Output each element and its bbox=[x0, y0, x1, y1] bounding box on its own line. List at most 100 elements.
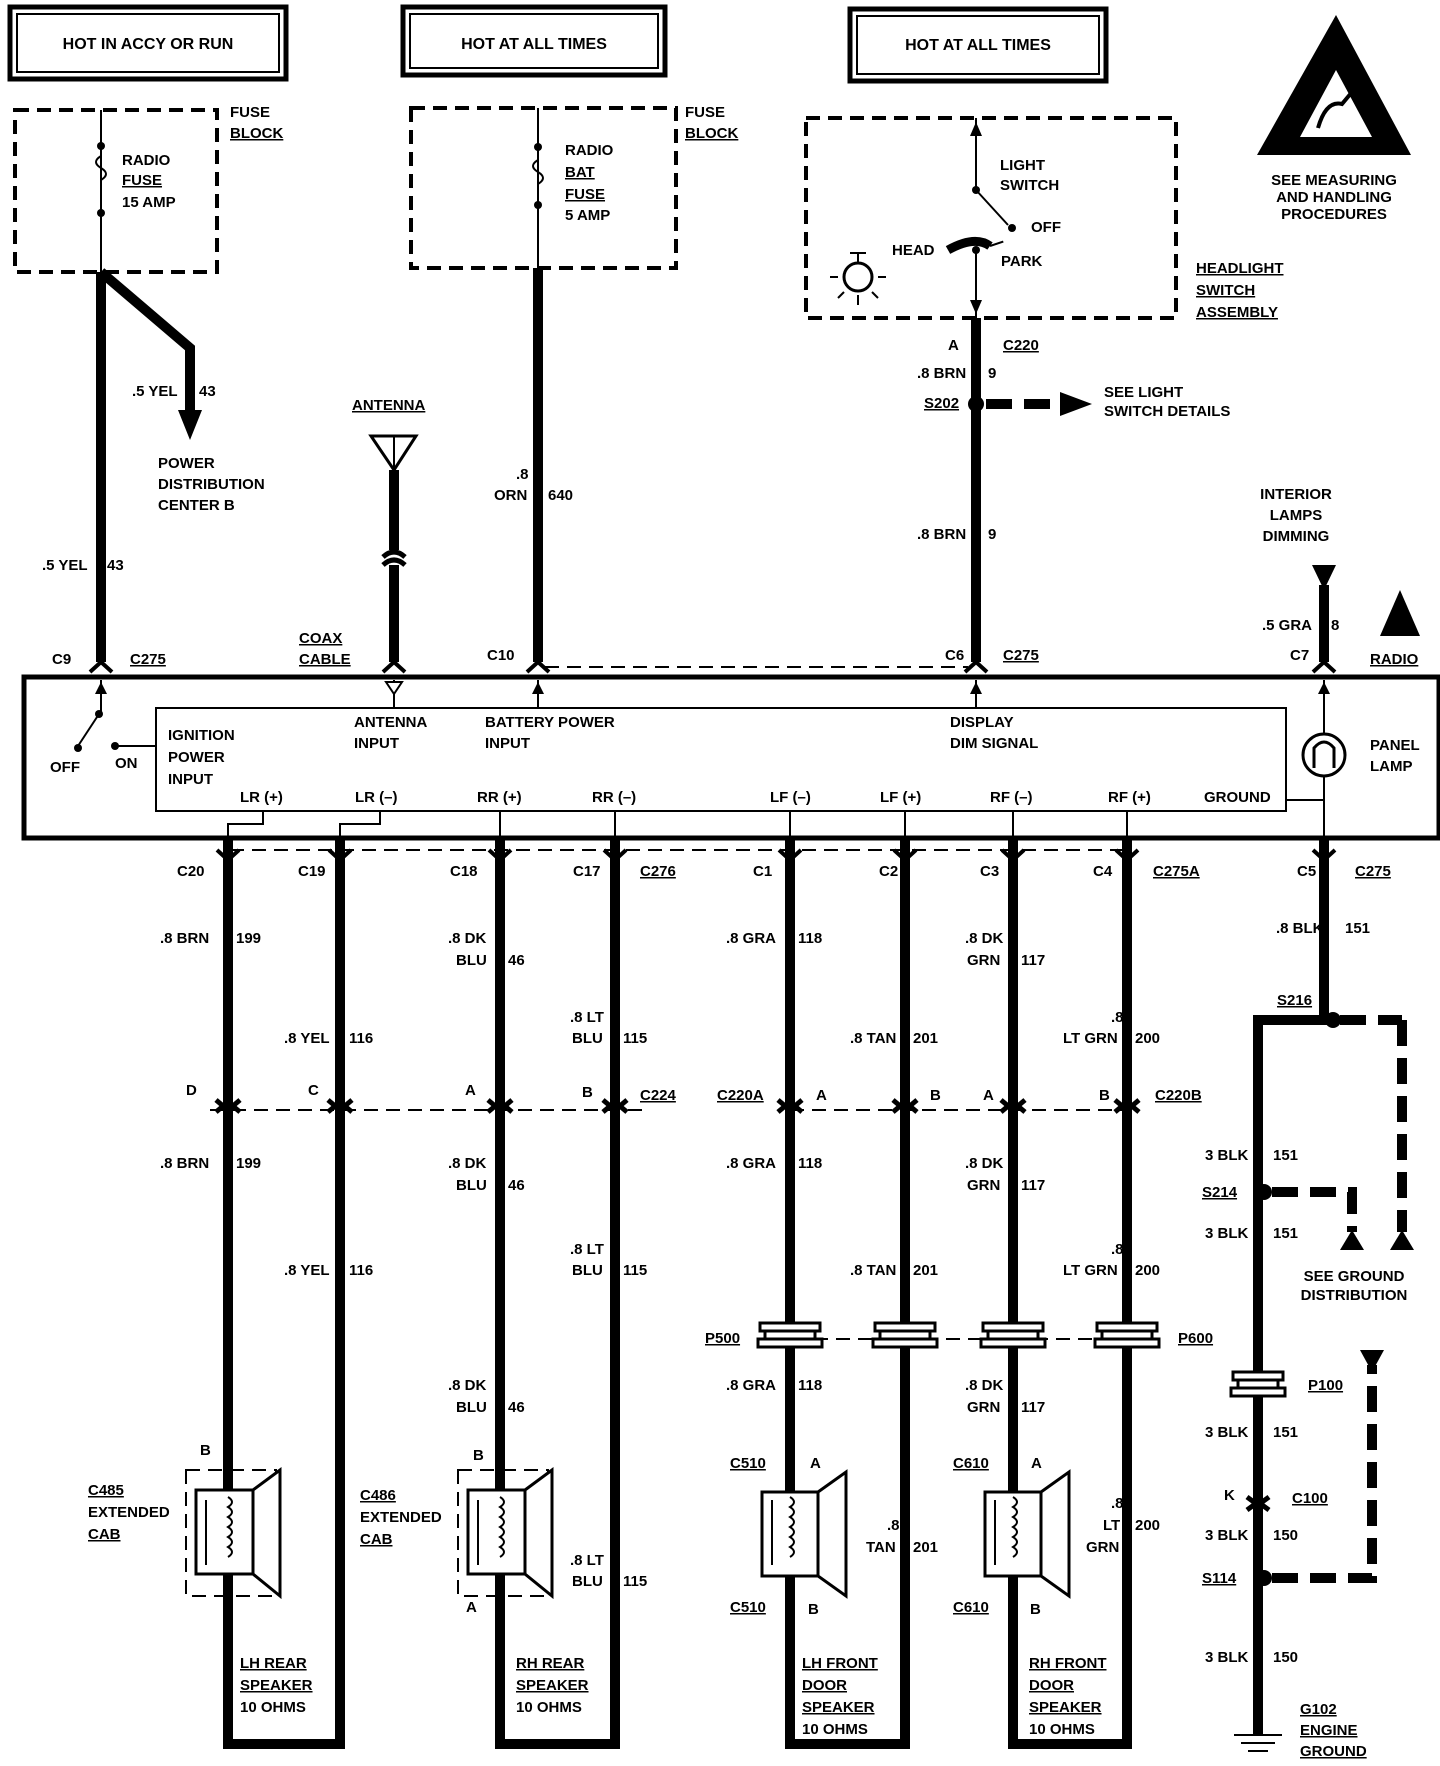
rh-lt-2: BLU bbox=[572, 1573, 603, 1590]
svg-text:DOOR: DOOR bbox=[1029, 1677, 1074, 1694]
g-blk150b: 3 BLK bbox=[1205, 1649, 1249, 1666]
c100-label: C100 bbox=[1292, 1490, 1328, 1507]
svg-text:115: 115 bbox=[623, 1262, 647, 1279]
headlamp-bulb-icon bbox=[830, 252, 886, 305]
svg-text:.8 DK: .8 DK bbox=[965, 930, 1004, 947]
lf-tan-1: .8 bbox=[887, 1517, 900, 1534]
c275-label-b: C275 bbox=[1003, 647, 1039, 664]
antenna-label: ANTENNA bbox=[352, 397, 425, 414]
svg-text:SPEAKER: SPEAKER bbox=[1029, 1699, 1102, 1716]
headlight-asm-text-1: HEADLIGHT bbox=[1196, 260, 1284, 277]
k-pin: K bbox=[1224, 1487, 1235, 1504]
wire-yel43b-color: .5 YEL bbox=[42, 557, 88, 574]
fuse-block-2 bbox=[409, 106, 678, 270]
ign-on-text: ON bbox=[115, 755, 138, 772]
svg-text:.8 GRA: .8 GRA bbox=[726, 1377, 776, 1394]
g-n151b: 151 bbox=[1273, 1225, 1298, 1242]
lh-b-pin: B bbox=[200, 1442, 211, 1459]
pdc-text-1: POWER bbox=[158, 455, 215, 472]
svg-text:117: 117 bbox=[1021, 1399, 1045, 1416]
g102-text-2: ENGINE bbox=[1300, 1722, 1358, 1739]
g-n151c: 151 bbox=[1273, 1424, 1298, 1441]
radio-box bbox=[21, 674, 1440, 841]
c10-label: C10 bbox=[487, 647, 515, 664]
speaker-names: LH REAR SPEAKER 10 OHMS RH REAR SPEAKER … bbox=[240, 1655, 1107, 1738]
svg-text:10 OHMS: 10 OHMS bbox=[516, 1699, 582, 1716]
g-n150a: 150 bbox=[1273, 1527, 1298, 1544]
svg-text:RH FRONT: RH FRONT bbox=[1029, 1655, 1107, 1672]
ground-wiring bbox=[1229, 1012, 1414, 1735]
header-hot-2-text: HOT AT ALL TIMES bbox=[905, 37, 1051, 54]
svg-text:116: 116 bbox=[349, 1030, 373, 1047]
rh-n115: 115 bbox=[623, 1573, 647, 1590]
gra8-color: .5 GRA bbox=[1262, 617, 1312, 634]
header-hot-1-text: HOT AT ALL TIMES bbox=[461, 36, 607, 53]
ground-icon bbox=[1234, 1734, 1282, 1752]
svg-text:10 OHMS: 10 OHMS bbox=[240, 1699, 306, 1716]
panel-text-2: LAMP bbox=[1370, 758, 1413, 775]
svg-text:.8 DK: .8 DK bbox=[448, 1155, 487, 1172]
wire-yel43-color: .5 YEL bbox=[132, 383, 178, 400]
svg-text:201: 201 bbox=[913, 1262, 938, 1279]
c224-pin-d: D bbox=[186, 1082, 197, 1099]
rf-a-pin: A bbox=[1031, 1455, 1042, 1472]
ign-text-3: INPUT bbox=[168, 771, 213, 788]
c224-pin-c: C bbox=[308, 1082, 319, 1099]
out-lr-minus: LR (–) bbox=[355, 789, 398, 806]
see-ground-2: DISTRIBUTION bbox=[1301, 1287, 1408, 1304]
svg-text:.8 BLK: .8 BLK bbox=[1276, 920, 1324, 937]
coax-text-2: CABLE bbox=[299, 651, 351, 668]
lf-n201: 201 bbox=[913, 1539, 938, 1556]
see-ground-1: SEE GROUND bbox=[1304, 1268, 1405, 1285]
fuse-block-2-label-1: FUSE bbox=[685, 104, 725, 121]
c4-label: C4 bbox=[1093, 863, 1113, 880]
out-lf-plus: LF (+) bbox=[880, 789, 921, 806]
svg-text:151: 151 bbox=[1345, 920, 1370, 937]
rf-lt-3: GRN bbox=[1086, 1539, 1119, 1556]
svg-text:.8 DK: .8 DK bbox=[965, 1377, 1004, 1394]
bat-input-text-1: BATTERY POWER bbox=[485, 714, 615, 731]
c485-text-1: C485 bbox=[88, 1482, 124, 1499]
wire-yel43-num: 43 bbox=[199, 383, 216, 400]
inline-connector-row-1 bbox=[214, 1098, 1141, 1114]
speaker-wires bbox=[223, 838, 1329, 1749]
radio-fuse-text-1: RADIO bbox=[122, 152, 171, 169]
c1-label: C1 bbox=[753, 863, 772, 880]
panel-lamp-icon bbox=[1301, 732, 1347, 778]
lf-b-pin: B bbox=[808, 1601, 819, 1618]
radio-output-labels: LR (+) LR (–) RR (+) RR (–) LF (–) LF (+… bbox=[240, 789, 1271, 806]
wire-yel43b-num: 43 bbox=[107, 557, 124, 574]
svg-text:.8 GRA: .8 GRA bbox=[726, 930, 776, 947]
svg-text:GRN: GRN bbox=[967, 1177, 1000, 1194]
esd-warning-icon bbox=[1257, 15, 1411, 155]
svg-text:LT GRN: LT GRN bbox=[1063, 1262, 1118, 1279]
c17-label: C17 bbox=[573, 863, 601, 880]
esd-text-3: PROCEDURES bbox=[1281, 206, 1387, 223]
dim-text-2: DIM SIGNAL bbox=[950, 735, 1038, 752]
svg-text:SPEAKER: SPEAKER bbox=[516, 1677, 589, 1694]
svg-text:116: 116 bbox=[349, 1262, 373, 1279]
svg-text:LH FRONT: LH FRONT bbox=[802, 1655, 878, 1672]
svg-text:LT GRN: LT GRN bbox=[1063, 1030, 1118, 1047]
orn-num: 640 bbox=[548, 487, 573, 504]
svg-text:.8 BRN: .8 BRN bbox=[160, 930, 209, 947]
switch-off-text: OFF bbox=[1031, 219, 1061, 236]
svg-text:118: 118 bbox=[798, 1377, 822, 1394]
radio-fuse-text-3: 15 AMP bbox=[122, 194, 176, 211]
s216-label: S216 bbox=[1277, 992, 1312, 1009]
light-switch-blade bbox=[975, 189, 1009, 226]
c275-label-a: C275 bbox=[130, 651, 166, 668]
rf-lt-2: LT bbox=[1103, 1517, 1120, 1534]
radio-label: RADIO bbox=[1370, 651, 1419, 668]
c220-label: C220 bbox=[1003, 337, 1039, 354]
out-rf-plus: RF (+) bbox=[1108, 789, 1151, 806]
c510-label-b: C510 bbox=[730, 1599, 766, 1616]
wire-labels-third: .8 DK BLU 46 .8 GRA 118 .8 DK GRN 117 bbox=[448, 1377, 1045, 1416]
svg-text:10 OHMS: 10 OHMS bbox=[1029, 1721, 1095, 1738]
svg-text:118: 118 bbox=[798, 930, 822, 947]
g102-text-1: G102 bbox=[1300, 1701, 1337, 1718]
g102-text-3: GROUND bbox=[1300, 1743, 1367, 1760]
coax-text-1: COAX bbox=[299, 630, 342, 647]
c220a-pin-a: A bbox=[816, 1087, 827, 1104]
